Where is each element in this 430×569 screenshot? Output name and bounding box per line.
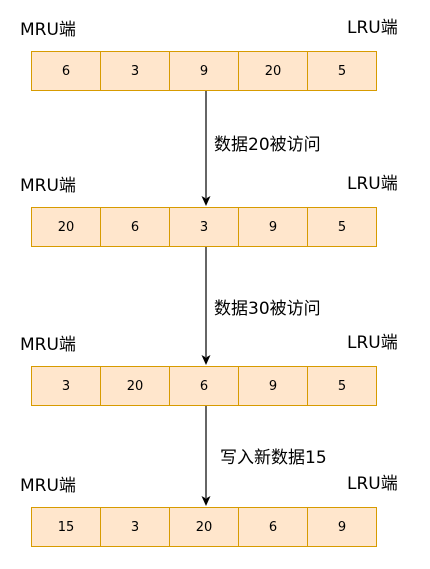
mru-label-0: MRU端 (20, 20, 76, 40)
lru-label-3: LRU端 (347, 474, 398, 494)
cache-cell: 20 (31, 207, 101, 247)
cache-row-0: 6 3 9 20 5 (31, 51, 381, 91)
step-label-1: 数据30被访问 (214, 299, 321, 319)
cache-cell: 6 (169, 366, 239, 406)
arrow-2 (201, 406, 211, 506)
cache-cell: 9 (238, 366, 308, 406)
cache-cell: 9 (307, 507, 377, 547)
cache-cell: 6 (238, 507, 308, 547)
cache-cell: 3 (100, 51, 170, 91)
mru-label-3: MRU端 (20, 476, 76, 496)
cache-cell: 3 (31, 366, 101, 406)
cache-cell: 9 (169, 51, 239, 91)
arrow-0 (201, 91, 211, 206)
mru-label-1: MRU端 (20, 176, 76, 196)
cache-cell: 6 (31, 51, 101, 91)
cache-cell: 3 (169, 207, 239, 247)
cache-row-3: 15 3 20 6 9 (31, 507, 381, 547)
step-label-0: 数据20被访问 (214, 135, 321, 155)
cache-cell: 20 (169, 507, 239, 547)
cache-cell: 15 (31, 507, 101, 547)
cache-cell: 20 (100, 366, 170, 406)
lru-label-1: LRU端 (347, 174, 398, 194)
arrow-1 (201, 247, 211, 365)
lru-label-0: LRU端 (347, 18, 398, 38)
cache-cell: 5 (307, 207, 377, 247)
cache-cell: 3 (100, 507, 170, 547)
cache-cell: 5 (307, 51, 377, 91)
lru-label-2: LRU端 (347, 333, 398, 353)
mru-label-2: MRU端 (20, 335, 76, 355)
cache-cell: 20 (238, 51, 308, 91)
cache-row-1: 20 6 3 9 5 (31, 207, 381, 247)
cache-row-2: 3 20 6 9 5 (31, 366, 381, 406)
cache-cell: 5 (307, 366, 377, 406)
cache-cell: 9 (238, 207, 308, 247)
step-label-2: 写入新数据15 (220, 448, 327, 468)
cache-cell: 6 (100, 207, 170, 247)
